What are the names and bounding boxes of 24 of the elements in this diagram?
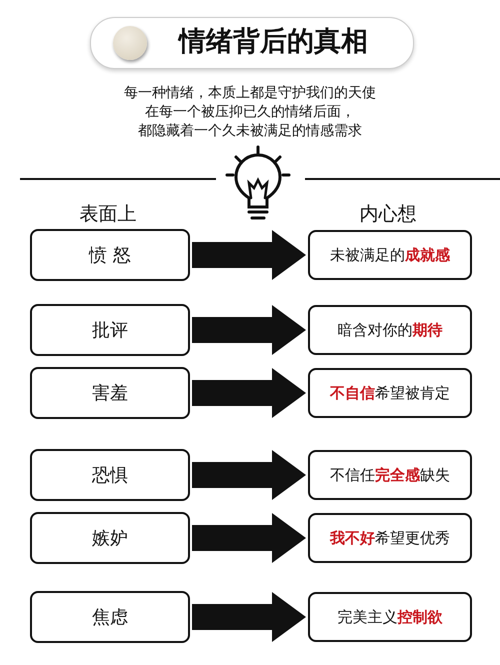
block-arrow: [192, 513, 306, 563]
need-box: 不信任完全感缺失: [308, 450, 472, 500]
block-arrow: [192, 230, 306, 280]
block-arrow: [192, 450, 306, 500]
emotion-box: 焦虑: [30, 591, 190, 643]
subtitle-line: 在每一个被压抑已久的情绪后面，: [144, 103, 356, 121]
column-heading: 内心想: [358, 203, 418, 226]
block-arrow: [192, 592, 306, 642]
need-box: 暗含对你的期待: [308, 305, 472, 355]
emotion-box: 批评: [30, 304, 190, 356]
emotion-box: 愤 怒: [30, 229, 190, 281]
subtitle-line: 每一种情绪，本质上都是守护我们的天使: [123, 84, 377, 102]
block-arrow: [192, 305, 306, 355]
need-box: 不自信希望被肯定: [308, 368, 472, 418]
column-heading: 表面上: [78, 203, 138, 226]
need-box: 我不好希望更优秀: [308, 513, 472, 563]
need-box: 完美主义控制欲: [308, 592, 472, 642]
emotion-box: 害羞: [30, 367, 190, 419]
subtitle-line: 都隐藏着一个久未被满足的情感需求: [137, 122, 363, 140]
need-box: 未被满足的成就感: [308, 230, 472, 280]
emotion-box: 嫉妒: [30, 512, 190, 564]
emotion-box: 恐惧: [30, 449, 190, 501]
title: 情绪背后的真相: [179, 26, 368, 58]
block-arrow: [192, 368, 306, 418]
